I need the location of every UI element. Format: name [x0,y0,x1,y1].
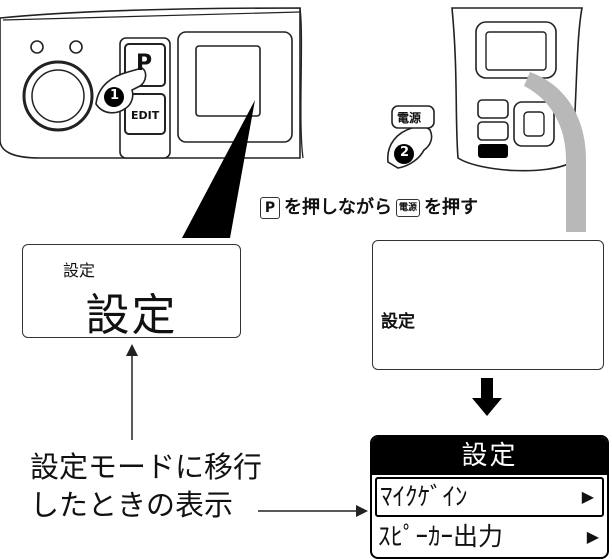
down-arrow [472,378,502,416]
lcd-big-label: 設定 [85,290,178,341]
step-2-badge [394,144,414,164]
caption-arrow [356,505,368,517]
chevron-right-icon: ▶ [586,527,599,546]
indicator-dot-1 [30,40,44,54]
step-1-badge [104,87,124,107]
lcd-small-label: 設定 [63,261,96,280]
chevron-right-icon: ▶ [581,487,594,506]
lcd-right-display: 設定 [372,240,604,370]
edit-key [124,93,166,135]
p-key-icon: P [260,197,280,219]
lcd-setting-display: 設定 設定 [22,244,241,341]
indicator-dot-2 [69,40,83,54]
up-arrow [126,344,138,356]
lcd-right-label: 設定 [381,312,415,332]
dial-knob [22,60,94,132]
pointer-wedge [182,100,255,238]
menu-item-mic-gain: ﾏｲｸｹﾞｲﾝ ▶ [375,477,604,517]
gray-pointer [524,72,586,232]
edit-key-label: EDIT [131,109,160,122]
step-2-label: 2 [400,145,410,160]
power-key-icon: 電源 [396,199,421,217]
caption-text: 設定モードに移行 したときの表示 [30,450,263,522]
power-key [478,144,508,158]
menu-item-speaker-output: ｽﾋﾟｰｶｰ出力 ▶ [372,517,607,557]
step-1-label: 1 [110,88,120,103]
p-key-label: P [136,51,153,76]
power-key-label: 電源 [397,111,422,125]
radio-display [195,45,261,117]
menu-header: 設定 [372,437,607,475]
settings-menu-screen: 設定 ﾏｲｸｹﾞｲﾝ ▶ ｽﾋﾟｰｶｰ出力 ▶ [370,435,609,559]
